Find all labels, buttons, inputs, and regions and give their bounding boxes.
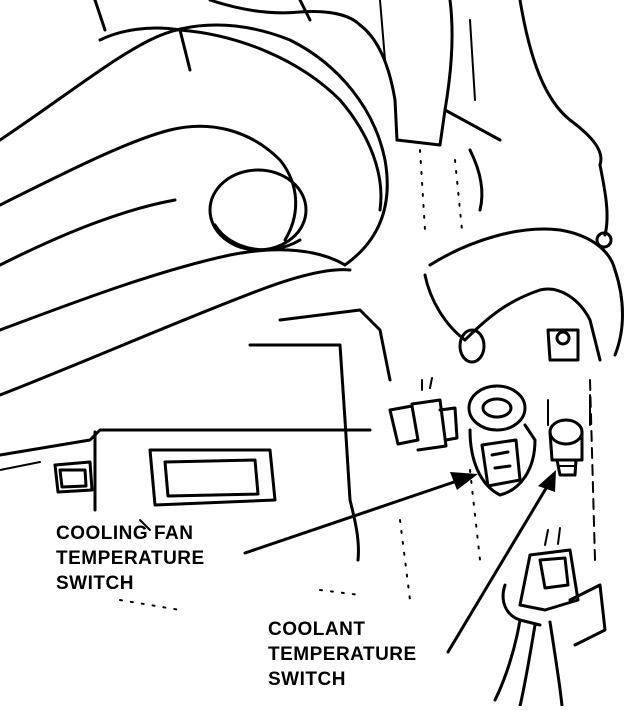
coolant-hose [423, 227, 624, 364]
arrow-coolant-switch [446, 483, 550, 654]
wire-connector [493, 527, 607, 708]
cooling-fan-switch-label: COOLING FAN TEMPERATURE SWITCH [56, 521, 205, 596]
label-line: COOLANT [268, 619, 366, 640]
coolant-switch [547, 394, 591, 477]
cooling-fan-switch-removed [388, 377, 459, 452]
leader-arrows [243, 470, 556, 654]
label-line: COOLING FAN [56, 523, 194, 544]
upper-housing [93, 0, 609, 237]
label-line: SWITCH [56, 573, 134, 594]
label-line: TEMPERATURE [56, 548, 205, 569]
label-line: TEMPERATURE [268, 644, 417, 665]
engine-block [0, 308, 596, 611]
arrow-cooling-fan-switch [243, 478, 462, 555]
label-line: SWITCH [268, 669, 346, 690]
cooling-fan-switch [467, 384, 537, 497]
coolant-switch-label: COOLANT TEMPERATURE SWITCH [268, 617, 417, 692]
intake-pipe [0, 23, 389, 397]
